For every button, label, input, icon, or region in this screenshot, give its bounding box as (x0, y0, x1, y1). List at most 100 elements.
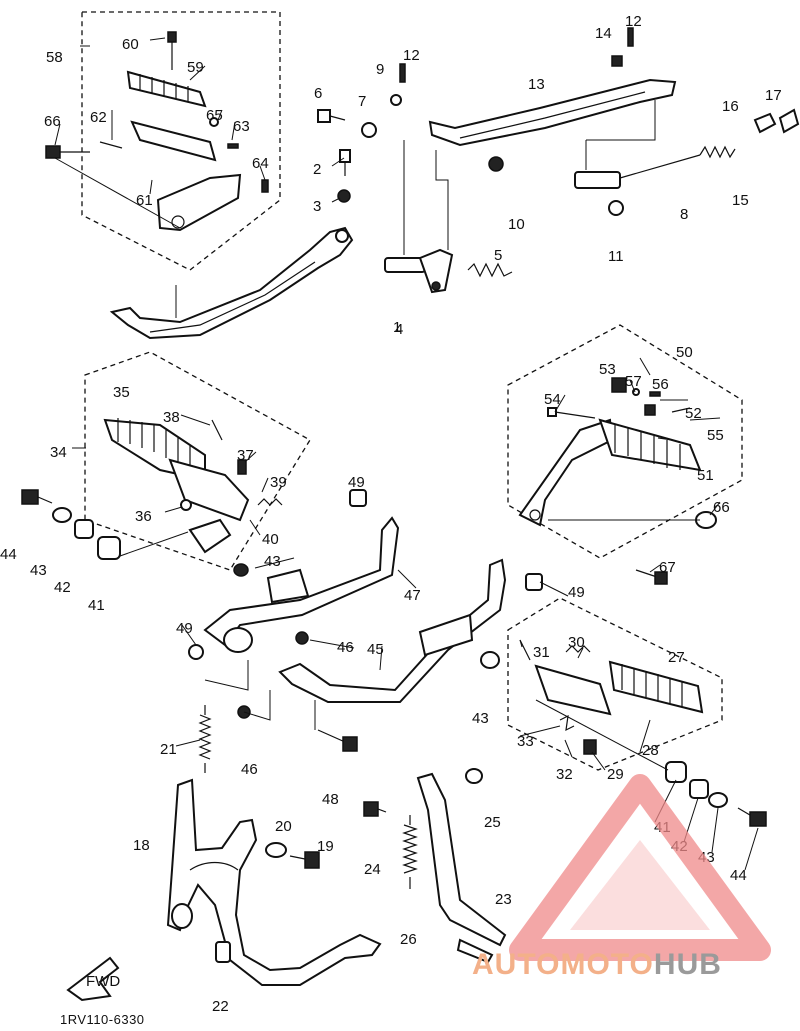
callout-67: 67 (659, 559, 676, 576)
callout-18: 18 (133, 837, 150, 854)
callout-41: 41 (88, 597, 105, 614)
footrest-50 (518, 377, 717, 585)
callout-6: 6 (314, 85, 322, 102)
leader-line (244, 451, 257, 463)
callout-35: 35 (113, 384, 130, 401)
callout-44: 44 (730, 867, 747, 884)
leader-line (379, 645, 383, 671)
leader-line (639, 357, 651, 376)
leader-line (331, 197, 341, 203)
nut-49-right (525, 573, 543, 591)
callout-37: 37 (237, 447, 254, 464)
callout-49: 49 (348, 474, 365, 491)
leader-line (331, 157, 345, 167)
callout-43: 43 (264, 553, 281, 570)
callout-24: 24 (364, 861, 381, 878)
group-box-50 (507, 324, 743, 559)
fwd-arrow-icon: FWD (66, 956, 120, 1002)
main-stand-18 (166, 778, 382, 986)
leader-line (629, 379, 636, 393)
small-parts-top (317, 27, 800, 216)
callout-64: 64 (252, 155, 269, 172)
nut-49-top (349, 489, 367, 507)
callout-66: 66 (713, 499, 730, 516)
callout-3: 3 (313, 198, 321, 215)
leader-line (539, 581, 569, 597)
diagram-code: 1RV110-6330 (60, 1012, 145, 1027)
callout-60: 60 (122, 36, 139, 53)
brake-pedal (109, 226, 354, 340)
leader-line (231, 121, 236, 141)
callout-32: 32 (556, 766, 573, 783)
callout-30: 30 (568, 634, 585, 651)
bolt-48 (317, 729, 358, 752)
callout-43: 43 (30, 562, 47, 579)
footrest-27 (519, 639, 767, 827)
callout-2: 2 (313, 161, 321, 178)
leader-line (649, 564, 661, 573)
callout-11: 11 (608, 248, 624, 265)
leader-line (711, 807, 719, 853)
callout-54: 54 (544, 391, 561, 408)
pedal-shaft (384, 248, 454, 294)
callout-46: 46 (241, 761, 258, 778)
callout-29: 29 (607, 766, 624, 783)
leader-line (564, 739, 573, 758)
watermark-text-hub: HUB (653, 948, 722, 981)
watermark-brand: AUTOMOTOHUB (472, 948, 722, 982)
callout-49: 49 (568, 584, 585, 601)
side-stand-23 (416, 768, 507, 964)
leader-line (591, 751, 606, 771)
callout-48: 48 (322, 791, 339, 808)
leader-line (519, 639, 523, 648)
callout-10: 10 (508, 216, 525, 233)
callout-14: 14 (595, 25, 612, 42)
callout-47: 47 (404, 587, 421, 604)
bracket-47 (203, 516, 400, 653)
leader-line (217, 109, 223, 121)
callout-26: 26 (400, 931, 417, 948)
callout-51: 51 (697, 467, 714, 484)
callout-1: 1 (393, 319, 401, 336)
leader-line (657, 437, 673, 441)
callout-33: 33 (517, 733, 534, 750)
brake-switch-8 (574, 145, 736, 189)
callout-16: 16 (722, 98, 739, 115)
callout-44: 44 (0, 546, 17, 563)
callout-9: 9 (376, 61, 384, 78)
callout-23: 23 (495, 891, 512, 908)
callout-20: 20 (275, 818, 292, 835)
leader-line (709, 501, 721, 516)
brake-rod-13 (428, 78, 677, 147)
footrest-58 (45, 31, 269, 232)
callout-52: 52 (685, 405, 702, 422)
callout-55: 55 (707, 427, 724, 444)
leader-line (189, 65, 206, 81)
fwd-label: FWD (86, 973, 120, 990)
leader-line (249, 519, 261, 536)
callout-62: 62 (90, 109, 107, 126)
leader-line (261, 477, 269, 493)
automotohub-logo-icon (509, 774, 771, 961)
callout-19: 19 (317, 838, 334, 855)
callout-58: 58 (46, 49, 63, 66)
leader-line (397, 569, 417, 589)
callout-53: 53 (599, 361, 616, 378)
callout-50: 50 (676, 344, 693, 361)
callout-7: 7 (358, 93, 366, 110)
leader-line (149, 37, 166, 41)
callout-36: 36 (135, 508, 152, 525)
callout-5: 5 (494, 247, 502, 264)
callout-56: 56 (652, 376, 669, 393)
callout-12: 12 (403, 47, 420, 64)
callout-25: 25 (484, 814, 501, 831)
callout-42: 42 (54, 579, 71, 596)
leader-line (54, 123, 61, 146)
callout-34: 34 (50, 444, 67, 461)
leader-line (554, 394, 566, 413)
leader-line (181, 624, 197, 646)
leader-line (254, 557, 295, 569)
leader-line (689, 417, 721, 421)
